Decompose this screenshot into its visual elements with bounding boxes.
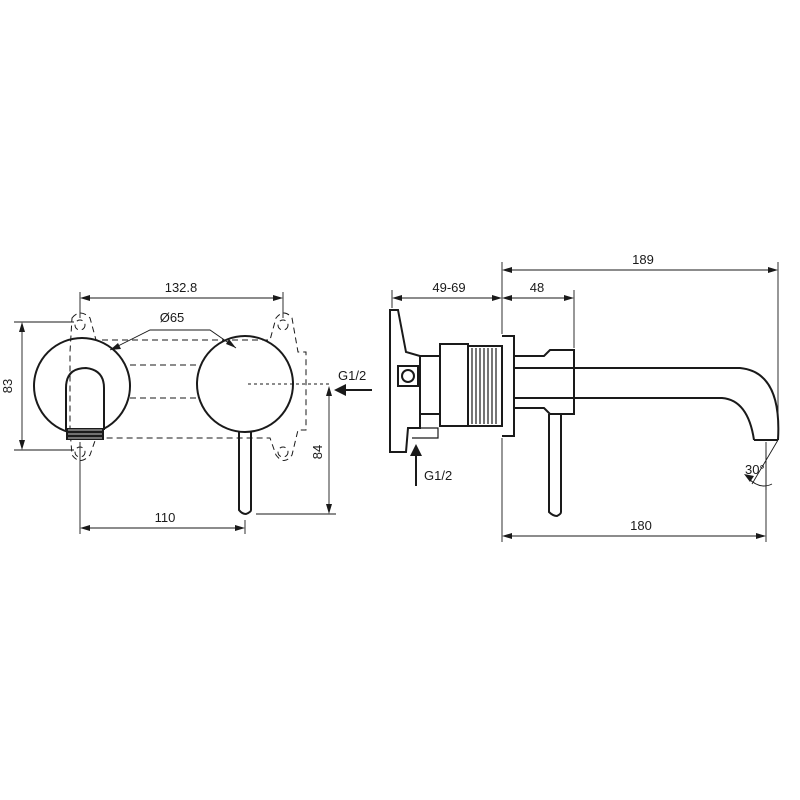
- side-inlet-label: G1/2: [424, 468, 452, 483]
- front-inlet-label: G1/2: [338, 368, 366, 383]
- spout: [514, 349, 780, 441]
- dim-height-label: 83: [0, 379, 15, 393]
- dimension-plate-diameter: Ø65: [109, 310, 237, 351]
- spout-plate: [33, 337, 131, 440]
- dim-handle-height-label: 84: [310, 445, 325, 459]
- dim-wall-depth-label: 49-69: [432, 280, 465, 295]
- dimension-handle-height: 84: [256, 386, 336, 515]
- dimension-plate-depth: 48: [502, 280, 575, 348]
- dim-plate-diameter-label: Ø65: [160, 310, 185, 325]
- handle-lever: [548, 414, 562, 518]
- front-view: 132.8 Ø65 83 84: [0, 280, 372, 534]
- dim-total-projection-label: 189: [632, 252, 654, 267]
- wall-bracket: [389, 309, 439, 453]
- front-inlet: G1/2: [334, 368, 372, 396]
- dim-hole-spacing-label: 132.8: [165, 280, 198, 295]
- dimension-hole-spacing: 132.8: [79, 280, 284, 318]
- side-view: 189 49-69 48 180: [389, 252, 780, 542]
- dimension-height: 83: [0, 321, 74, 451]
- dimension-spout-reach: 180: [501, 438, 767, 542]
- mounting-bracket-hidden-lines: [69, 312, 307, 461]
- dimension-spout-angle: 30°: [744, 439, 779, 490]
- side-inlet: G1/2: [410, 444, 452, 486]
- dimension-wall-depth: 49-69: [391, 280, 502, 308]
- handle-plate: [196, 335, 330, 516]
- threaded-cartridge: [467, 345, 503, 427]
- dim-spout-to-handle-label: 110: [155, 510, 176, 525]
- dimension-spout-to-handle: 110: [79, 442, 246, 534]
- dim-spout-angle-label: 30°: [745, 462, 765, 477]
- dim-plate-depth-label: 48: [530, 280, 544, 295]
- dim-spout-reach-label: 180: [630, 518, 652, 533]
- valve-body: [419, 335, 515, 437]
